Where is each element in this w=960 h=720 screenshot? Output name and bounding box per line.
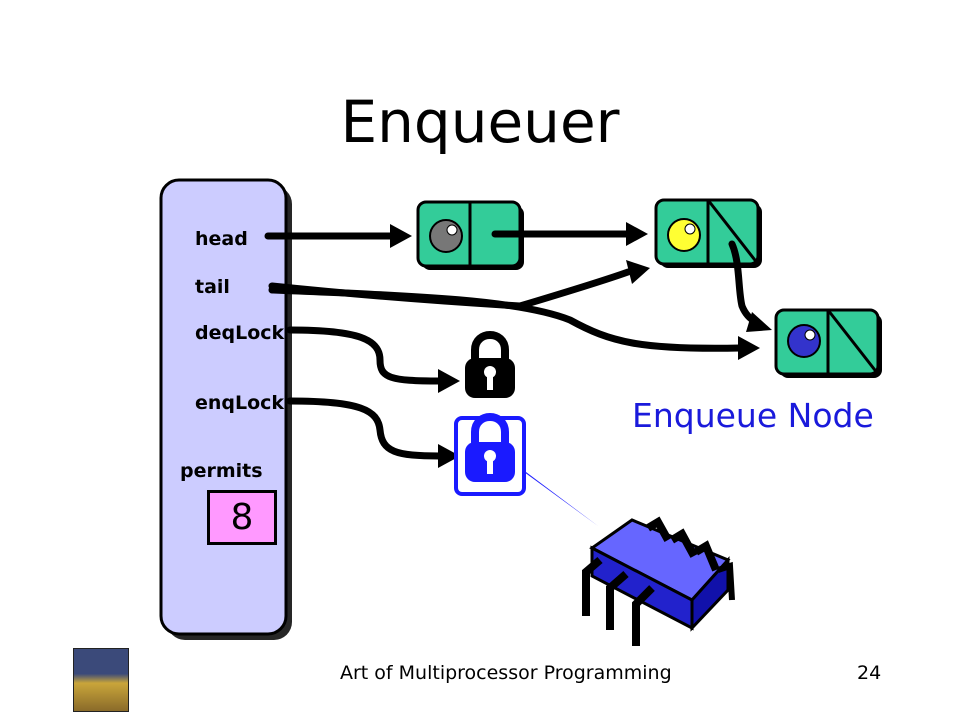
thread-chip-icon [582,516,735,646]
footer-title: Art of Multiprocessor Programming [340,662,672,684]
yellow-ball-icon [667,218,701,252]
field-deqlock: deqLock [195,322,285,344]
tail-new-arrow [268,286,744,352]
deqlock-arrow [286,326,444,385]
field-enqlock: enqLock [195,392,285,414]
slide-title: Enqueuer [340,88,620,156]
node-yellow [654,198,762,268]
field-head: head [195,228,248,250]
arrow-heads [390,222,772,468]
enq-lock-icon [454,413,598,526]
pointer-arrows [264,230,760,460]
enqueue-node-label: Enqueue Node [632,396,874,435]
enqlock-arrow [286,397,444,460]
blue-ball-icon [787,324,821,358]
field-tail: tail [195,276,230,298]
field-permits: permits [180,460,263,482]
node-enqueue [774,308,882,378]
deq-lock-icon [465,331,515,398]
gray-ball-icon [429,219,463,253]
node-sentinel [416,200,524,270]
book-cover-icon [73,648,129,712]
permits-value: 8 [207,490,277,545]
page-number: 24 [857,662,882,684]
